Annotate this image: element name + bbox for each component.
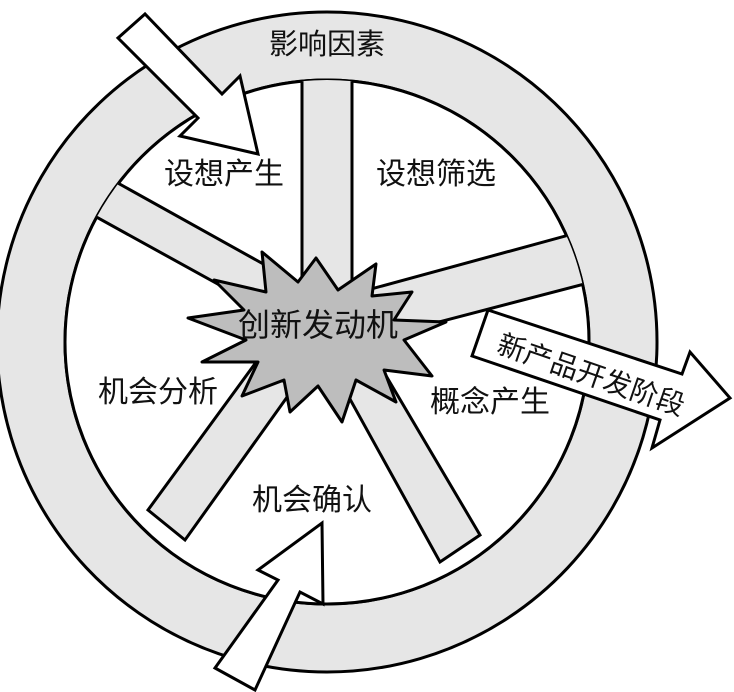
- input-arrow-top[interactable]: [115, 11, 261, 157]
- sector-label-opportunity-analysis: 机会分析: [98, 375, 218, 410]
- spoke-top: [300, 80, 354, 302]
- sector-label-opportunity-confirmation: 机会确认: [252, 483, 372, 518]
- spokes: [78, 80, 589, 565]
- engine-starburst: [186, 250, 448, 424]
- engine-label: 创新发动机: [238, 306, 398, 344]
- output-arrow[interactable]: [470, 308, 733, 452]
- sector-label-idea-generation: 设想产生: [164, 157, 284, 192]
- input-arrow-bottom[interactable]: [212, 520, 325, 692]
- sector-label-concept-generation: 概念产生: [430, 385, 550, 420]
- ring-label: 影响因素: [269, 27, 385, 61]
- sector-label-idea-screening: 设想筛选: [376, 157, 496, 192]
